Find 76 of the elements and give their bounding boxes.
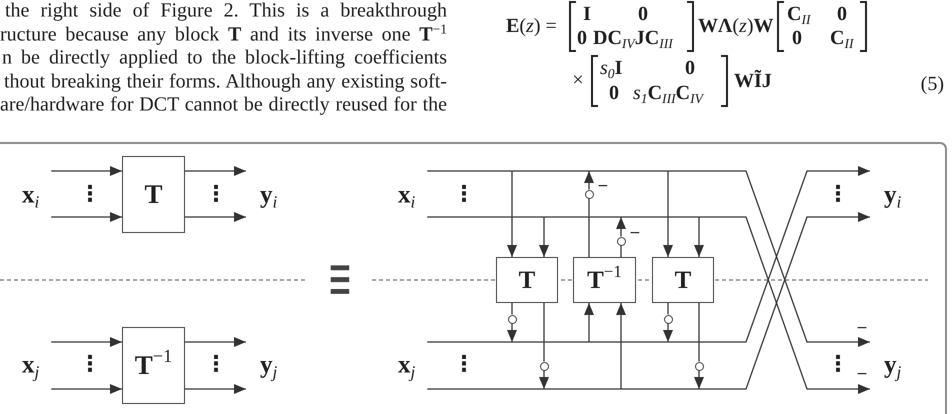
arrow bbox=[507, 324, 517, 342]
vertical-ellipsis: ⋮ bbox=[205, 184, 227, 206]
arrow bbox=[694, 217, 704, 257]
matrix-entry: I bbox=[583, 4, 591, 24]
vertical-ellipsis: ⋮ bbox=[453, 354, 475, 376]
vertical-ellipsis: ⋮ bbox=[79, 354, 101, 376]
equation-term: E(z) = bbox=[506, 16, 557, 36]
arrow bbox=[663, 171, 673, 257]
vertical-ellipsis: ⋮ bbox=[79, 184, 101, 206]
connector-line bbox=[588, 198, 590, 257]
matrix-entry: DC$_{IV}$JC$_{III}$ bbox=[593, 28, 673, 48]
variable-label: y$_{i}$ bbox=[884, 182, 902, 208]
matrix-entry: 0 bbox=[685, 58, 695, 78]
equation-term: WĨJ bbox=[734, 71, 772, 91]
connector-line bbox=[698, 303, 700, 362]
transform-box: T$^{−1}$ bbox=[122, 327, 185, 404]
body-text-line: thout breaking their forms. Although any existing soft- bbox=[4, 70, 447, 93]
connector-line bbox=[667, 303, 669, 314]
minus-sign: − bbox=[856, 321, 868, 335]
transform-box: T bbox=[122, 156, 185, 233]
body-text-line: the right side of Figure 2. This is a breakthrough bbox=[5, 0, 447, 22]
arrow bbox=[539, 217, 549, 257]
arrow bbox=[616, 303, 626, 389]
equation-term: WΛ(z)W bbox=[698, 16, 774, 36]
connector-line bbox=[543, 303, 545, 362]
arrow bbox=[185, 337, 246, 347]
arrow bbox=[694, 370, 704, 389]
matrix-entry: 0 bbox=[638, 4, 648, 24]
vertical-ellipsis: ⋮ bbox=[453, 184, 475, 206]
transform-box: T$^{−1}$ bbox=[573, 257, 636, 303]
arrow bbox=[51, 166, 122, 176]
arrow bbox=[51, 212, 122, 222]
arrow bbox=[185, 212, 246, 222]
matrix-entry: C$_{II}$ bbox=[830, 28, 854, 48]
matrix-entry: s$_{1}$C$_{III}$C$_{IV}$ bbox=[633, 83, 703, 103]
junction-circle bbox=[584, 190, 594, 198]
arrow bbox=[616, 217, 626, 236]
variable-label: x$_{i}$ bbox=[398, 182, 416, 208]
junction-circle bbox=[540, 362, 548, 370]
vertical-ellipsis: ⋮ bbox=[827, 184, 849, 206]
arrow bbox=[584, 171, 594, 190]
matrix-entry: s$_{0}$I bbox=[600, 58, 622, 78]
junction-circle bbox=[664, 314, 672, 324]
matrix-entry: 0 bbox=[609, 83, 619, 103]
minus-sign: − bbox=[629, 226, 641, 240]
equation-term: × bbox=[572, 70, 584, 90]
transform-box: T bbox=[496, 257, 558, 303]
matrix-entry: 0 bbox=[792, 28, 802, 48]
body-text-line: are/hardware for DCT cannot be directly reused for the bbox=[0, 94, 448, 116]
arrow bbox=[51, 337, 122, 347]
arrow bbox=[185, 166, 246, 176]
junction-circle bbox=[694, 362, 704, 370]
matrix-entry: 0 bbox=[577, 28, 587, 48]
transform-box: T bbox=[652, 257, 714, 303]
matrix-entry: 0 bbox=[837, 4, 847, 24]
equivalence-sign: ≡ bbox=[328, 246, 352, 314]
variable-label: y$_{i}$ bbox=[260, 182, 278, 208]
arrow bbox=[539, 370, 549, 389]
connector-line bbox=[511, 303, 513, 314]
matrix-entry: C$_{II}$ bbox=[787, 4, 811, 24]
junction-circle bbox=[616, 236, 626, 246]
vertical-ellipsis: ⋮ bbox=[827, 354, 849, 376]
arrow bbox=[507, 171, 517, 257]
equation-number: (5) bbox=[920, 74, 944, 94]
minus-sign: − bbox=[856, 367, 868, 381]
arrow bbox=[584, 303, 594, 342]
minus-sign: − bbox=[597, 179, 609, 193]
connector-line bbox=[620, 246, 622, 257]
arrow bbox=[663, 324, 673, 342]
body-text-line: ructure because any block T and its inverse one T$^{−1}$ bbox=[0, 23, 448, 46]
junction-circle bbox=[508, 314, 516, 324]
variable-label: x$_{i}$ bbox=[22, 182, 40, 208]
vertical-ellipsis: ⋮ bbox=[205, 354, 227, 376]
body-text-line: n be directly applied to the block-lifting coefficients bbox=[2, 46, 447, 70]
arrow bbox=[51, 384, 122, 394]
arrow bbox=[185, 384, 246, 394]
